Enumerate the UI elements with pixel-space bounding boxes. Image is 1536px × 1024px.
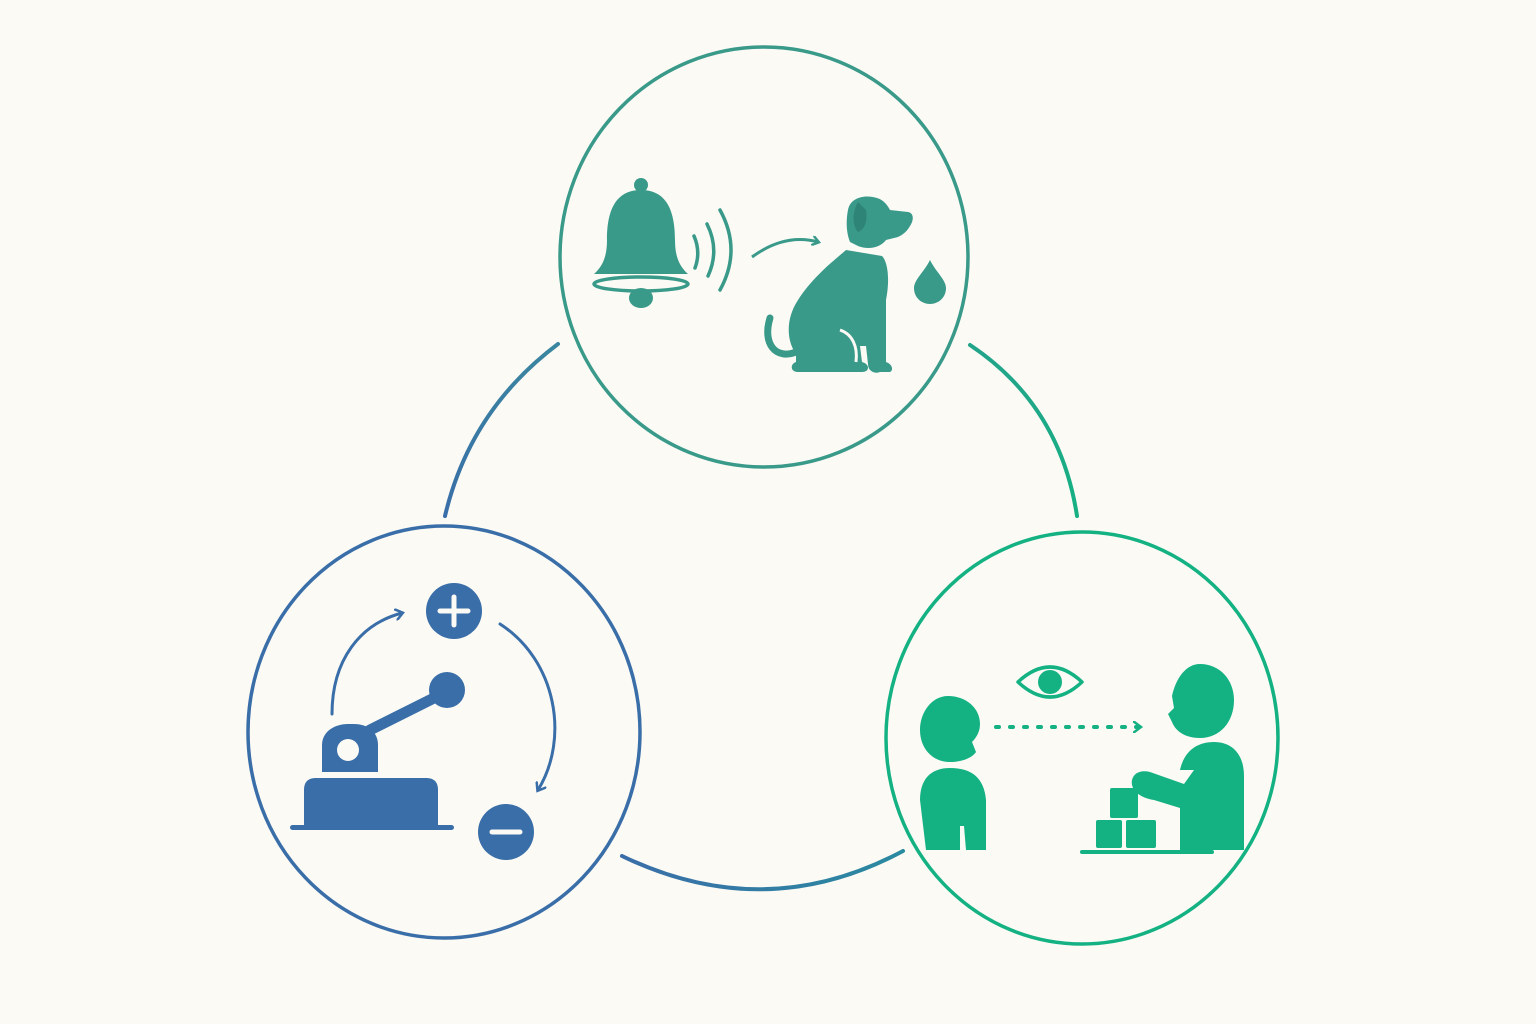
model-person-icon xyxy=(1131,664,1244,850)
minus-punishment-icon xyxy=(478,804,534,860)
stimulus-arrow-icon xyxy=(751,240,818,259)
blocks-icon xyxy=(1080,788,1214,854)
classical-circle xyxy=(558,45,970,469)
connector-top-left xyxy=(443,342,560,518)
bell-icon xyxy=(592,178,690,308)
node-observational-learning xyxy=(884,530,1280,946)
node-classical-conditioning xyxy=(558,45,970,469)
lever-machine-icon xyxy=(290,672,465,830)
cycle-arrows-icon xyxy=(330,613,557,790)
saliva-drop-icon xyxy=(914,260,946,304)
sound-waves-icon xyxy=(692,208,733,292)
operant-circle xyxy=(246,524,642,940)
cycle-connectors xyxy=(443,342,1079,892)
dog-icon xyxy=(764,196,913,373)
connector-bottom xyxy=(620,849,905,892)
eye-icon xyxy=(1016,665,1084,699)
observer-person-icon xyxy=(920,696,986,850)
connector-top-right xyxy=(968,343,1079,518)
node-operant-conditioning xyxy=(246,524,642,940)
observational-circle xyxy=(884,530,1280,946)
plus-reward-icon xyxy=(426,583,482,639)
